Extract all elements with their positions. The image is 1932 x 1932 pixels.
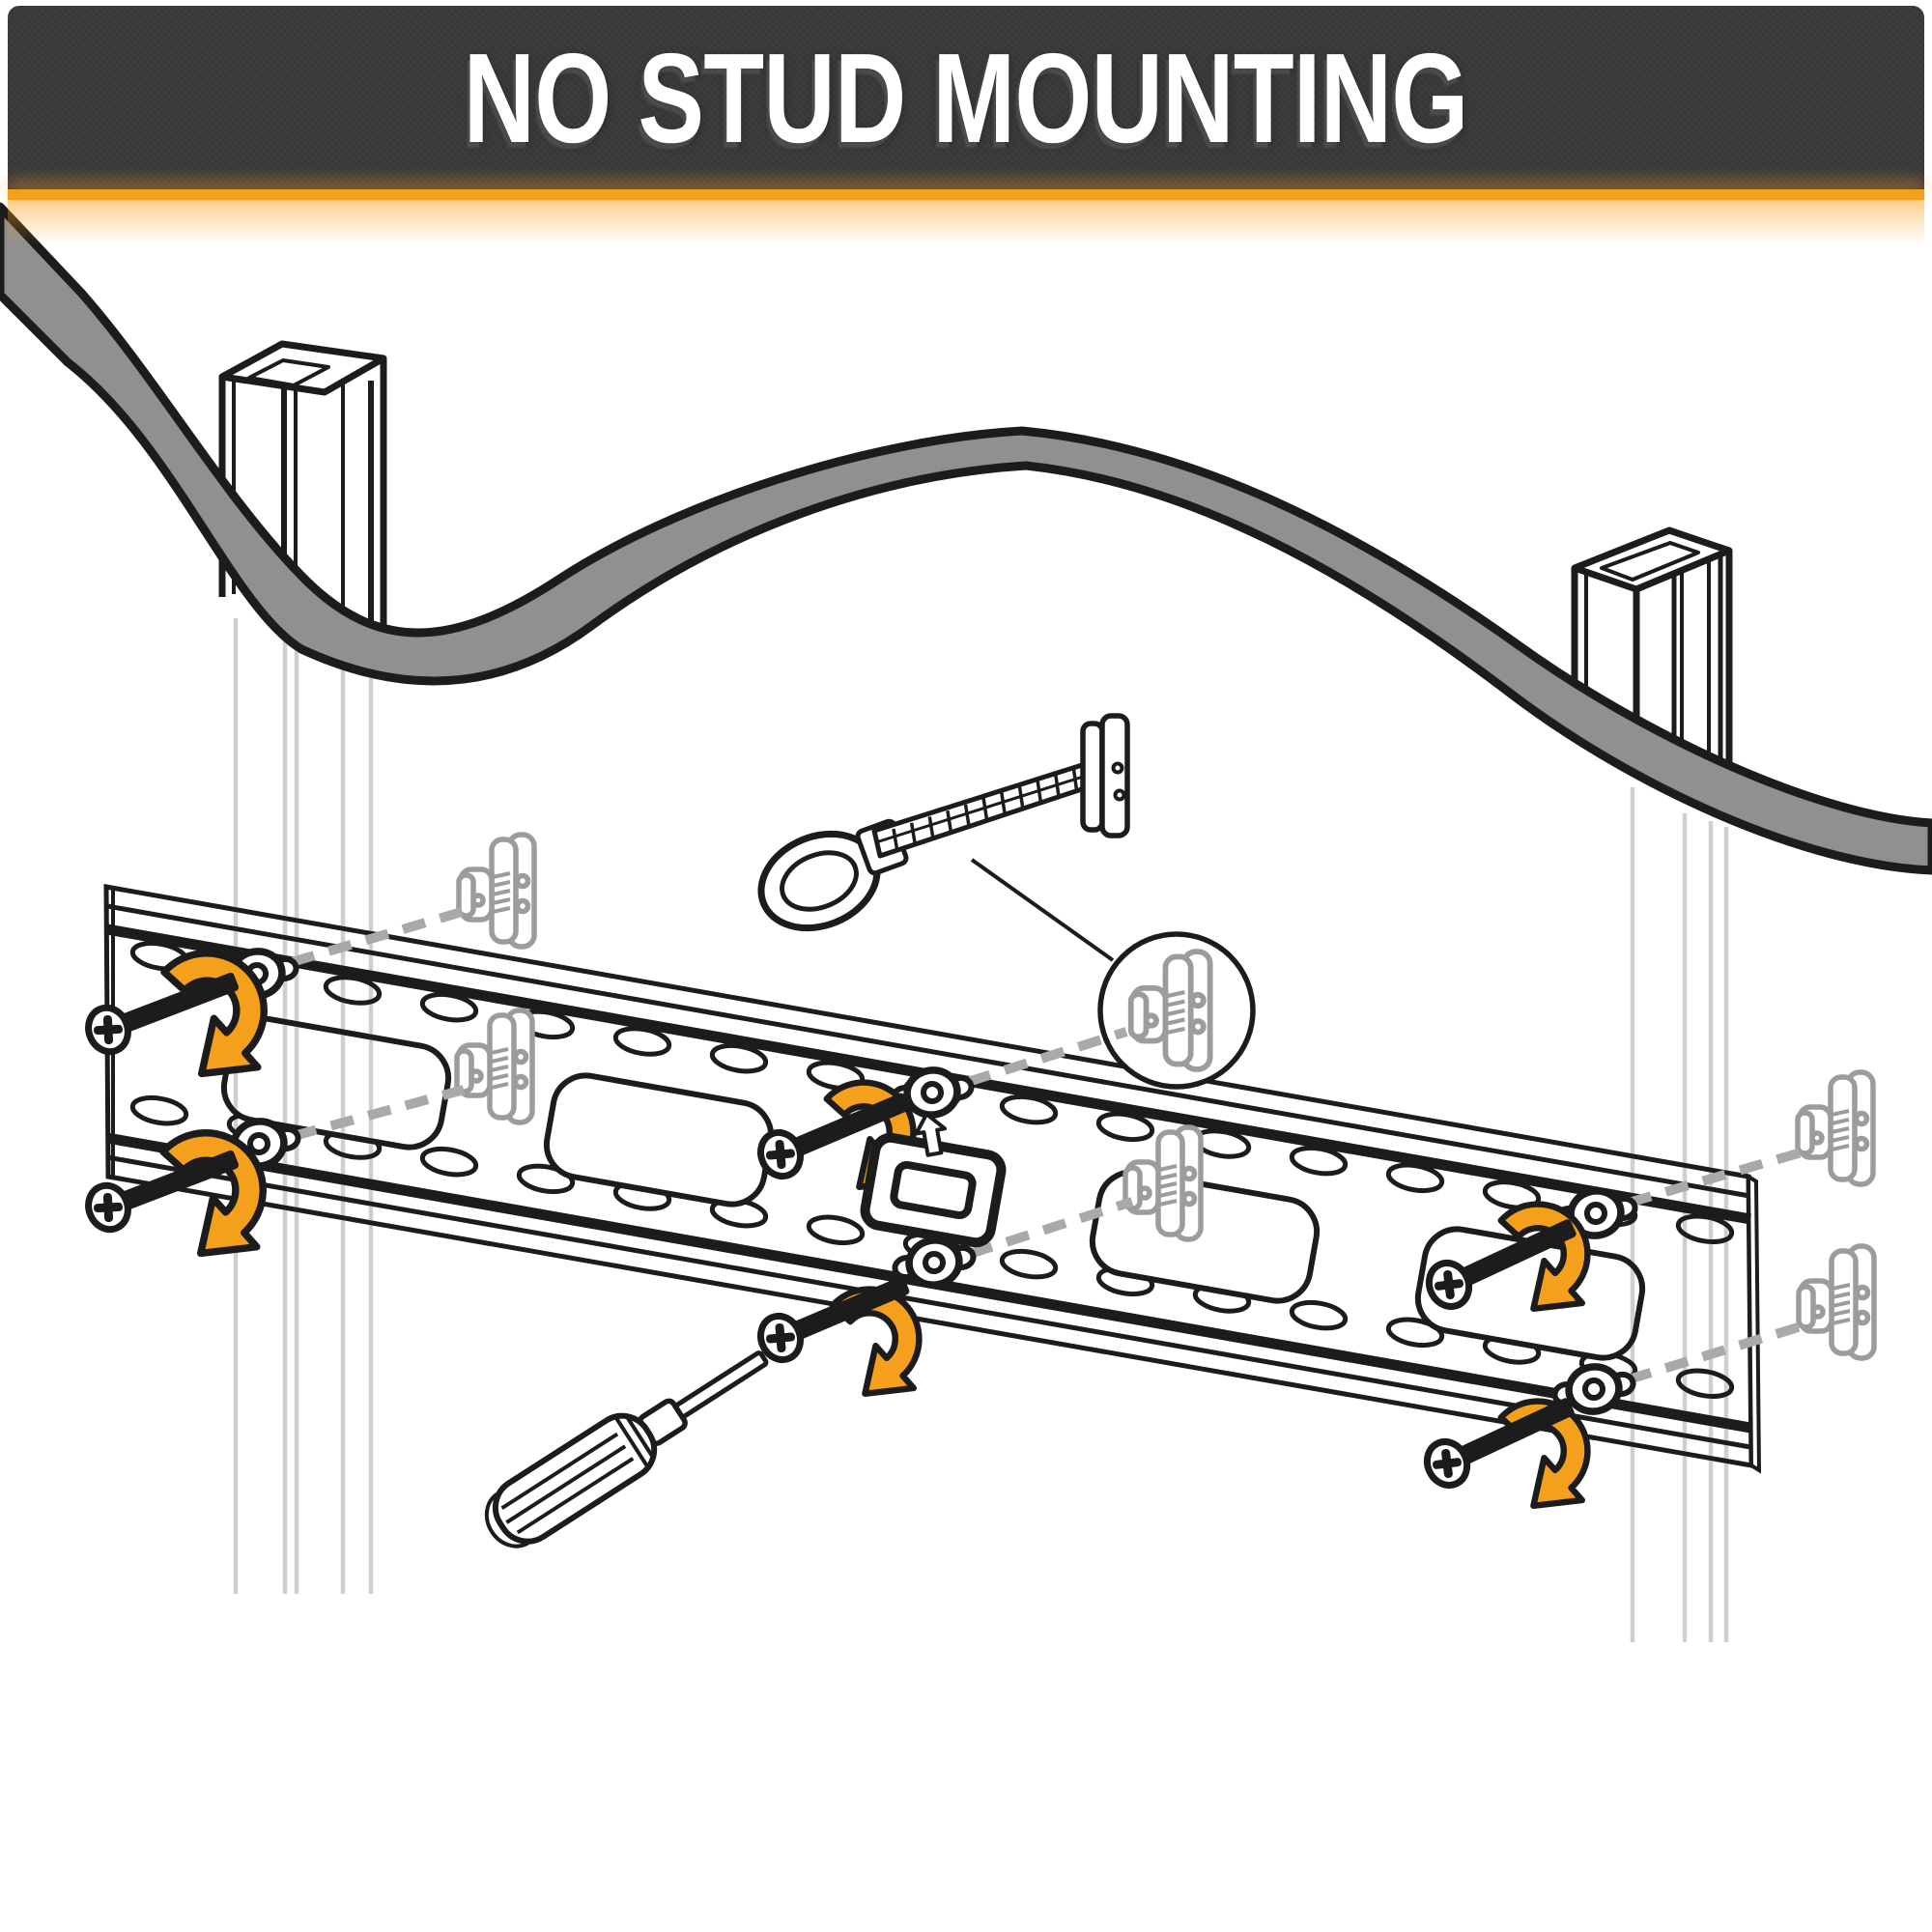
screwdriver-icon <box>484 1350 769 1548</box>
plate-large-cutouts <box>220 1015 1646 1361</box>
accent-orange-glow <box>8 200 1924 244</box>
strap-toggle-anchor-icon <box>757 713 1130 932</box>
magnifier-leader-line <box>970 858 1115 962</box>
insert-up-arrow-icon <box>914 1112 948 1157</box>
header-banner: NO STUD MOUNTING <box>8 6 1924 189</box>
dashed-leader-lines <box>290 907 1806 1384</box>
metal-stud-left <box>218 340 387 641</box>
drywall-cutaway-icon <box>0 202 1932 875</box>
page-title: NO STUD MOUNTING <box>464 26 1469 169</box>
accent-orange-strip <box>8 189 1924 200</box>
